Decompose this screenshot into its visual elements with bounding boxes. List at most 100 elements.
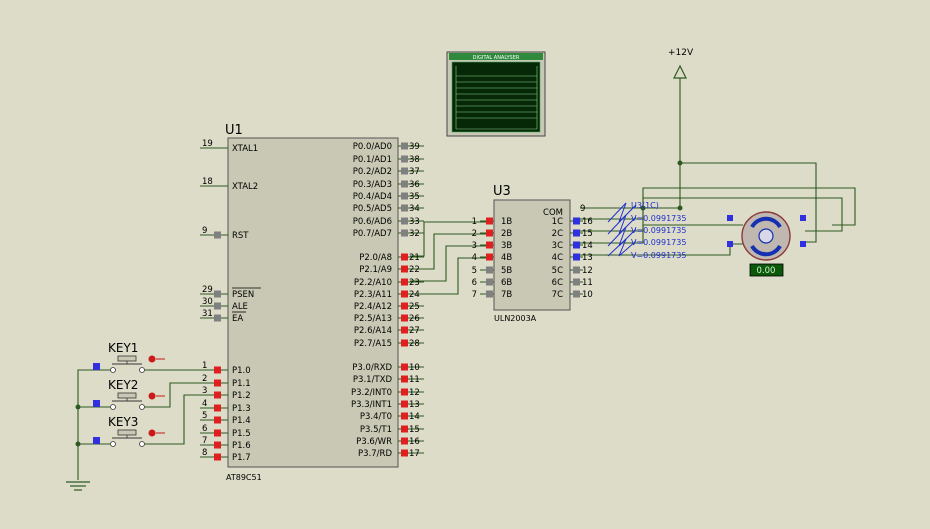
motor-terminal[interactable]: [727, 215, 733, 221]
u1-ref: U1: [225, 123, 243, 138]
key-button[interactable]: KEY3: [93, 415, 165, 447]
u3-ref: U3: [493, 184, 511, 199]
motor-terminal[interactable]: [800, 215, 806, 221]
power-terminal[interactable]: +12V: [668, 48, 694, 79]
key-button[interactable]: KEY2: [93, 378, 165, 410]
probe-reading: V=0.0991735: [631, 226, 686, 235]
pin-number: 31: [202, 309, 213, 319]
pin-number: 2: [202, 374, 207, 384]
u1-part: AT89C51: [226, 473, 262, 482]
wire-p23-4b: [410, 257, 488, 295]
analyser-title-bar: [449, 53, 543, 60]
junction: [75, 404, 81, 410]
key-button[interactable]: KEY1: [93, 341, 165, 373]
motor-terminal[interactable]: [800, 241, 806, 247]
pin-label: P2.0/A8: [359, 253, 392, 263]
pin-number: 19: [202, 139, 213, 149]
pin-number: 9: [202, 226, 207, 236]
pin-number: 8: [202, 448, 207, 458]
probe-reading: V=0.0991735: [631, 238, 686, 247]
pin-number: 13: [409, 400, 420, 410]
pin-label: P2.2/A10: [354, 278, 392, 288]
pin-label: P0.5/AD5: [353, 204, 392, 214]
pin-number: 15: [582, 229, 593, 239]
stepper-motor[interactable]: 0.00: [727, 211, 806, 277]
pin-number: 11: [409, 375, 420, 385]
pin-number: 26: [409, 314, 420, 324]
motor-terminal[interactable]: [727, 241, 733, 247]
pin-label: 5C: [552, 266, 563, 276]
wire-p22-3b: [410, 245, 488, 282]
pin-label: P3.2/INT0: [351, 388, 392, 398]
pin-number: 1: [202, 361, 207, 371]
key-cap: [117, 392, 137, 399]
pin-label: 2B: [501, 229, 512, 239]
wire-p21-2b: [410, 233, 488, 270]
key-label: KEY2: [108, 378, 138, 392]
pin-number: 34: [409, 204, 420, 214]
u3-body: [493, 199, 571, 311]
pin-label: P3.0/RXD: [352, 363, 392, 373]
pin-number: 18: [202, 177, 213, 187]
wire-key2-p11: [145, 382, 200, 408]
wire-ground-rail: [77, 369, 110, 480]
u1-pin[interactable]: 34 P0.5/AD5: [353, 204, 424, 214]
digital-analyser[interactable]: DIGITAL ANALYSER: [446, 51, 546, 137]
